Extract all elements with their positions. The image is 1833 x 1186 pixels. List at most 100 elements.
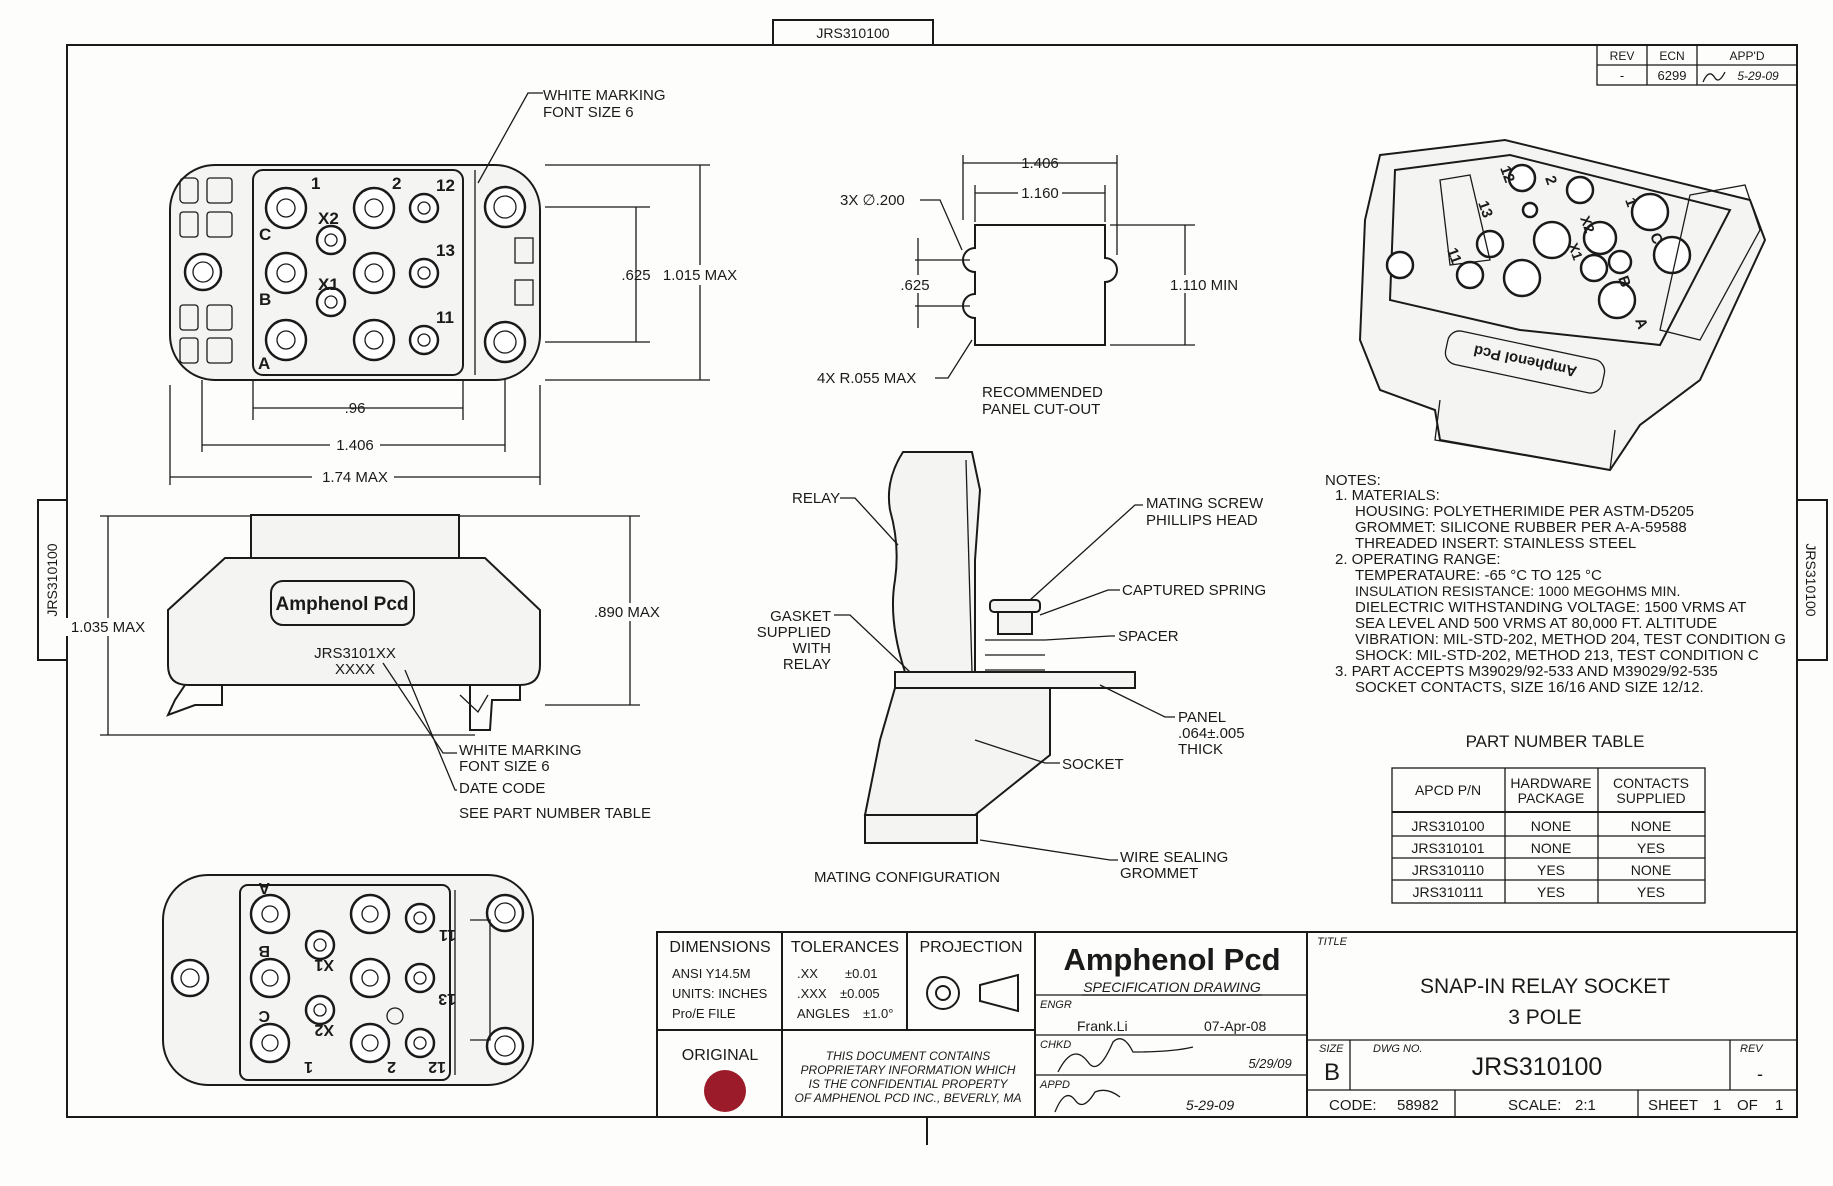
pin-label: 2 xyxy=(392,174,401,193)
tb-scale-label: SCALE: xyxy=(1508,1097,1561,1114)
bottom-pin: 2 xyxy=(387,1058,396,1075)
tb-proe: Pro/E FILE xyxy=(672,1006,736,1021)
appd-signature xyxy=(1054,1089,1121,1113)
tb-sheet-label: SHEET xyxy=(1648,1097,1698,1114)
tb-dwg-label: DWG NO. xyxy=(1373,1043,1423,1055)
pin-label: 12 xyxy=(436,176,455,195)
tb-rev-label: REV xyxy=(1740,1043,1764,1055)
pin-label: 13 xyxy=(436,241,455,260)
notes: NOTES: 1. MATERIALS: HOUSING: POLYETHERI… xyxy=(1325,472,1786,696)
projection-cone-icon xyxy=(979,973,1019,1013)
mating-panel-1: PANEL xyxy=(1178,709,1226,726)
tb-chkd-date: 5/29/09 xyxy=(1248,1056,1291,1071)
ecn-value: 6299 xyxy=(1658,68,1687,83)
cutout-holes: 3X ∅.200 xyxy=(840,192,905,209)
appd-value: 5-29-09 xyxy=(1737,69,1779,83)
side-logo: Amphenol Pcd xyxy=(275,594,408,615)
tb-rev: - xyxy=(1757,1064,1763,1084)
tb-confidential: OF AMPHENOL PCD INC., BEVERLY, MA xyxy=(795,1091,1022,1105)
tb-title-2: 3 POLE xyxy=(1508,1006,1582,1029)
note-line: THREADED INSERT: STAINLESS STEEL xyxy=(1355,535,1636,552)
note-line: VIBRATION: MIL-STD-202, METHOD 204, TEST… xyxy=(1355,631,1786,648)
part-table-cell: YES xyxy=(1537,884,1565,900)
mating-gasket-3: WITH xyxy=(793,640,831,657)
approval-signature xyxy=(1702,71,1726,83)
tb-appd-date: 5-29-09 xyxy=(1186,1097,1234,1113)
tb-engr: Frank.Li xyxy=(1077,1018,1128,1034)
side-see-table: SEE PART NUMBER TABLE xyxy=(459,805,651,822)
note-line: GROMMET: SILICONE RUBBER PER A-A-59588 xyxy=(1355,519,1687,536)
tb-engr-date: 07-Apr-08 xyxy=(1204,1018,1266,1034)
cutout-width-outer: 1.406 xyxy=(1021,155,1059,172)
bottom-view: A B X1 11 X2 13 C 1 2 12 xyxy=(162,874,534,1086)
panel-cutout: 1.406 1.160 3X ∅.200 .625 1.110 MIN 4X R… xyxy=(817,155,1238,418)
tb-company: Amphenol Pcd xyxy=(1063,942,1280,977)
tb-of: 1 xyxy=(1775,1097,1783,1114)
part-table-header: APCD P/N xyxy=(1415,782,1481,798)
note-line: 1. MATERIALS: xyxy=(1335,487,1440,504)
tb-size: B xyxy=(1324,1059,1340,1086)
note-line: DIELECTRIC WITHSTANDING VOLTAGE: 1500 VR… xyxy=(1355,599,1746,616)
mating-relay: RELAY xyxy=(792,490,840,507)
bottom-pin: 13 xyxy=(438,990,456,1007)
tb-tol-label: .XX xyxy=(797,966,818,981)
part-table-header: SUPPLIED xyxy=(1616,790,1685,806)
mating-grommet-2: GROMMET xyxy=(1120,865,1198,882)
bottom-pin: 12 xyxy=(428,1058,446,1075)
mating-spacer: SPACER xyxy=(1118,628,1179,645)
mating-spring: CAPTURED SPRING xyxy=(1122,582,1266,599)
tb-size-label: SIZE xyxy=(1319,1043,1344,1055)
part-number-table: PART NUMBER TABLE APCD P/N HARDWARE PACK… xyxy=(1391,732,1706,904)
tb-confidential: IS THE CONFIDENTIAL PROPERTY xyxy=(809,1077,1009,1091)
part-table-header: PACKAGE xyxy=(1518,790,1585,806)
mating-socket: SOCKET xyxy=(1062,756,1124,773)
revision-block: REV ECN APP'D - 6299 5-29-09 xyxy=(1596,44,1798,86)
bottom-pin: 1 xyxy=(304,1058,313,1075)
part-table-title: PART NUMBER TABLE xyxy=(1466,732,1645,751)
tb-dwg: JRS310100 xyxy=(1472,1053,1603,1081)
chkd-signature xyxy=(1057,1038,1194,1073)
tb-projection: PROJECTION xyxy=(919,939,1022,956)
bottom-pin: C xyxy=(258,1007,270,1024)
tb-appd-label: APPD xyxy=(1039,1079,1070,1091)
pin-label: X1 xyxy=(318,275,339,294)
note-line: HOUSING: POLYETHERIMIDE PER ASTM-D5205 xyxy=(1355,503,1694,520)
note-line: INSULATION RESISTANCE: 1000 MEGOHMS MIN. xyxy=(1355,583,1680,599)
dim-width-inner: .96 xyxy=(345,400,366,417)
mating-grommet-1: WIRE SEALING xyxy=(1120,849,1228,866)
part-table-cell: YES xyxy=(1537,862,1565,878)
tb-title-label: TITLE xyxy=(1317,936,1348,948)
bottom-pin: A xyxy=(258,879,270,896)
tb-chkd-label: CHKD xyxy=(1040,1039,1071,1051)
mating-panel-3: THICK xyxy=(1178,741,1223,758)
pin-label: X2 xyxy=(318,209,339,228)
side-date: XXXX xyxy=(335,661,375,678)
rev-header: REV xyxy=(1610,49,1635,63)
note-line: SEA LEVEL AND 500 VRMS AT 80,000 FT. ALT… xyxy=(1355,615,1717,632)
side-view: Amphenol Pcd JRS3101XX XXXX 1.035 MAX .8… xyxy=(66,514,670,822)
cutout-caption-1: RECOMMENDED xyxy=(982,384,1103,401)
part-table-cell: NONE xyxy=(1631,862,1671,878)
cutout-radius: 4X R.055 MAX xyxy=(817,370,916,387)
mating-screw-2: PHILLIPS HEAD xyxy=(1146,512,1258,529)
part-table-cell: JRS310111 xyxy=(1412,884,1483,900)
bottom-pin: 11 xyxy=(439,926,456,943)
side-part-number: JRS3101XX xyxy=(314,645,396,662)
cutout-height-mid: .625 xyxy=(900,277,929,294)
isometric-view: Amphenol Pcd 12 2 1 13 X2 X1 C 11 B A xyxy=(1358,138,1767,472)
rev-value: - xyxy=(1620,68,1624,83)
note-line: SOCKET CONTACTS, SIZE 16/16 AND SIZE 12/… xyxy=(1355,679,1704,696)
left-tab-label: JRS310100 xyxy=(44,543,60,616)
tb-tolerances: TOLERANCES xyxy=(791,939,899,956)
side-marking: WHITE MARKING xyxy=(459,742,582,759)
tb-confidential: THIS DOCUMENT CONTAINS xyxy=(826,1049,990,1063)
title-block: DIMENSIONS ANSI Y14.5M UNITS: INCHES Pro… xyxy=(656,931,1798,1118)
mating-caption: MATING CONFIGURATION xyxy=(814,869,1000,886)
bottom-pin: X2 xyxy=(314,1021,334,1038)
right-tab-label: JRS310100 xyxy=(1803,543,1819,616)
note-line: TEMPERATAURE: -65 °C TO 125 °C xyxy=(1355,567,1602,584)
part-table-cell: NONE xyxy=(1531,818,1571,834)
part-table-cell: YES xyxy=(1637,884,1665,900)
tb-confidential: PROPRIETARY INFORMATION WHICH xyxy=(801,1063,1016,1077)
